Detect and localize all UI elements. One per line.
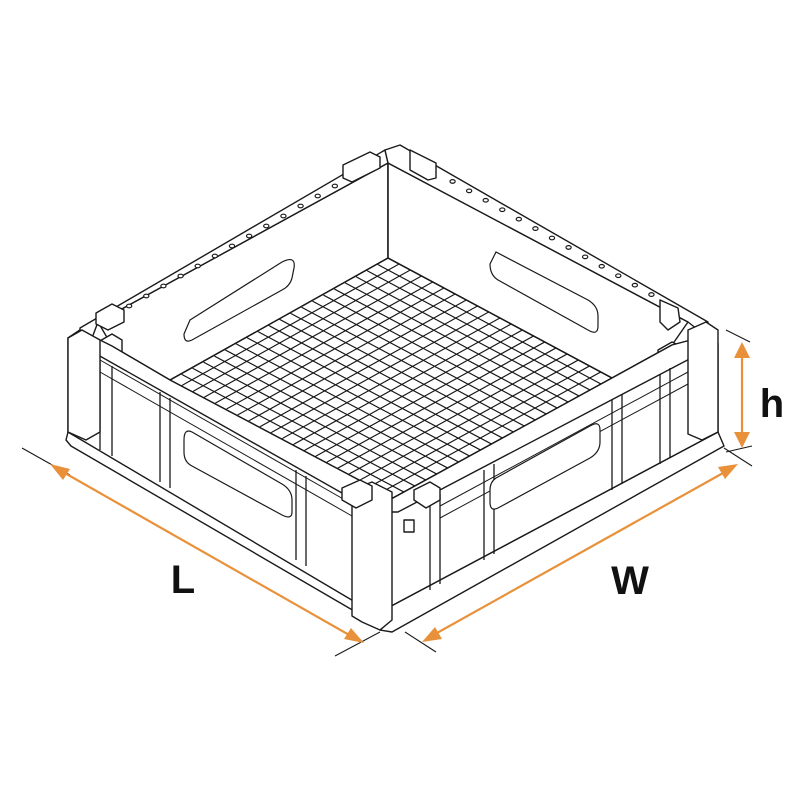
- rim-hole: [499, 207, 506, 213]
- rim-hole: [482, 197, 489, 203]
- grid-bar: [249, 298, 469, 421]
- grid-bar: [349, 352, 569, 474]
- width-label: W: [611, 559, 649, 603]
- rim-hole: [211, 253, 219, 259]
- rim-hole: [177, 273, 184, 279]
- back-right-handle-slot: [489, 251, 599, 333]
- grid-bar: [236, 343, 461, 464]
- back-left-handle-slot: [183, 258, 295, 342]
- grid-bar: [225, 349, 450, 470]
- wall-ledge: [99, 359, 353, 505]
- grid-bar: [280, 319, 505, 440]
- grid-bar: [360, 358, 581, 480]
- rim-hole: [465, 188, 473, 194]
- ext-line-w-start: [404, 631, 437, 653]
- grid-bar: [383, 370, 603, 492]
- grid-bar: [293, 322, 513, 445]
- grid-bar: [312, 301, 538, 422]
- rim-hole: [515, 216, 523, 222]
- grid-bar: [203, 362, 428, 482]
- front-corner-clip-right: [413, 481, 441, 509]
- grid-bar: [260, 304, 480, 427]
- grid-bar: [227, 286, 446, 410]
- rim-hole: [615, 273, 622, 279]
- grid-bar: [182, 262, 401, 386]
- grid-bar: [193, 368, 417, 488]
- rim-hole: [125, 303, 133, 309]
- left-corner-post: [67, 329, 101, 441]
- grid-bar: [269, 325, 494, 446]
- rim-hole: [581, 254, 589, 260]
- rim-hole: [194, 263, 201, 269]
- dimension-arrow-length: [50, 464, 364, 643]
- grid-bar: [291, 313, 516, 434]
- wall-ledge: [99, 371, 353, 517]
- crate: [65, 144, 725, 633]
- grid-bar: [316, 334, 536, 457]
- front-left-top-rim: [67, 329, 394, 511]
- front-corner-window: [403, 519, 415, 533]
- front-corner-clip: [341, 479, 373, 509]
- grid-bar: [371, 364, 592, 486]
- grid-bar: [247, 337, 472, 458]
- rim-hole: [449, 179, 456, 184]
- rim-hole: [648, 292, 655, 297]
- rim-hole: [143, 293, 150, 299]
- grid-bar: [282, 316, 502, 439]
- grid-bar: [193, 268, 413, 392]
- ext-line-h-top: [725, 329, 751, 343]
- grid-bar: [238, 292, 457, 415]
- ext-line-w-end: [723, 447, 753, 467]
- grid-bar: [271, 310, 491, 433]
- grid-bar: [345, 282, 570, 404]
- rim-hole: [280, 213, 287, 219]
- rim-hole: [314, 193, 321, 199]
- ext-line-l-end: [334, 631, 381, 657]
- grid-bar: [214, 356, 439, 476]
- dimension-lines: L W h: [21, 329, 784, 657]
- grid-bar: [327, 340, 547, 463]
- rim-hole: [160, 283, 167, 289]
- length-label: L: [171, 558, 195, 602]
- rim-hole: [548, 235, 556, 241]
- rim-hole: [598, 263, 605, 269]
- rim-hole: [228, 243, 236, 249]
- rim-hole: [532, 226, 539, 231]
- ext-line-h-bottom: [725, 445, 753, 453]
- grid-bar: [378, 264, 603, 386]
- rim-hole: [631, 282, 639, 288]
- rim-hole: [565, 245, 572, 250]
- grid-bar: [258, 331, 483, 452]
- grid-bar: [338, 346, 558, 469]
- wall-ledge: [439, 371, 689, 507]
- right-corner-post: [687, 321, 719, 441]
- grid-bar: [215, 280, 435, 404]
- grid-bar: [305, 328, 525, 451]
- rim-hole: [297, 203, 304, 209]
- height-label: h: [760, 382, 784, 426]
- grid-bar: [182, 374, 406, 494]
- front-corner-post: [351, 481, 393, 631]
- grid-bar: [302, 307, 527, 428]
- rim-hole: [331, 183, 339, 189]
- grid-bar: [204, 274, 424, 398]
- grid-bar: [334, 288, 559, 410]
- rim-hole: [263, 223, 270, 229]
- dimension-arrow-height: [734, 342, 750, 448]
- front-left-handle-slot: [183, 430, 293, 518]
- grid-bar: [367, 270, 592, 392]
- rim-hole: [245, 233, 253, 239]
- dimension-arrow-width: [422, 464, 738, 642]
- grid-bar: [356, 276, 581, 398]
- front-right-handle-slot: [489, 423, 601, 510]
- grid-bar: [323, 295, 549, 416]
